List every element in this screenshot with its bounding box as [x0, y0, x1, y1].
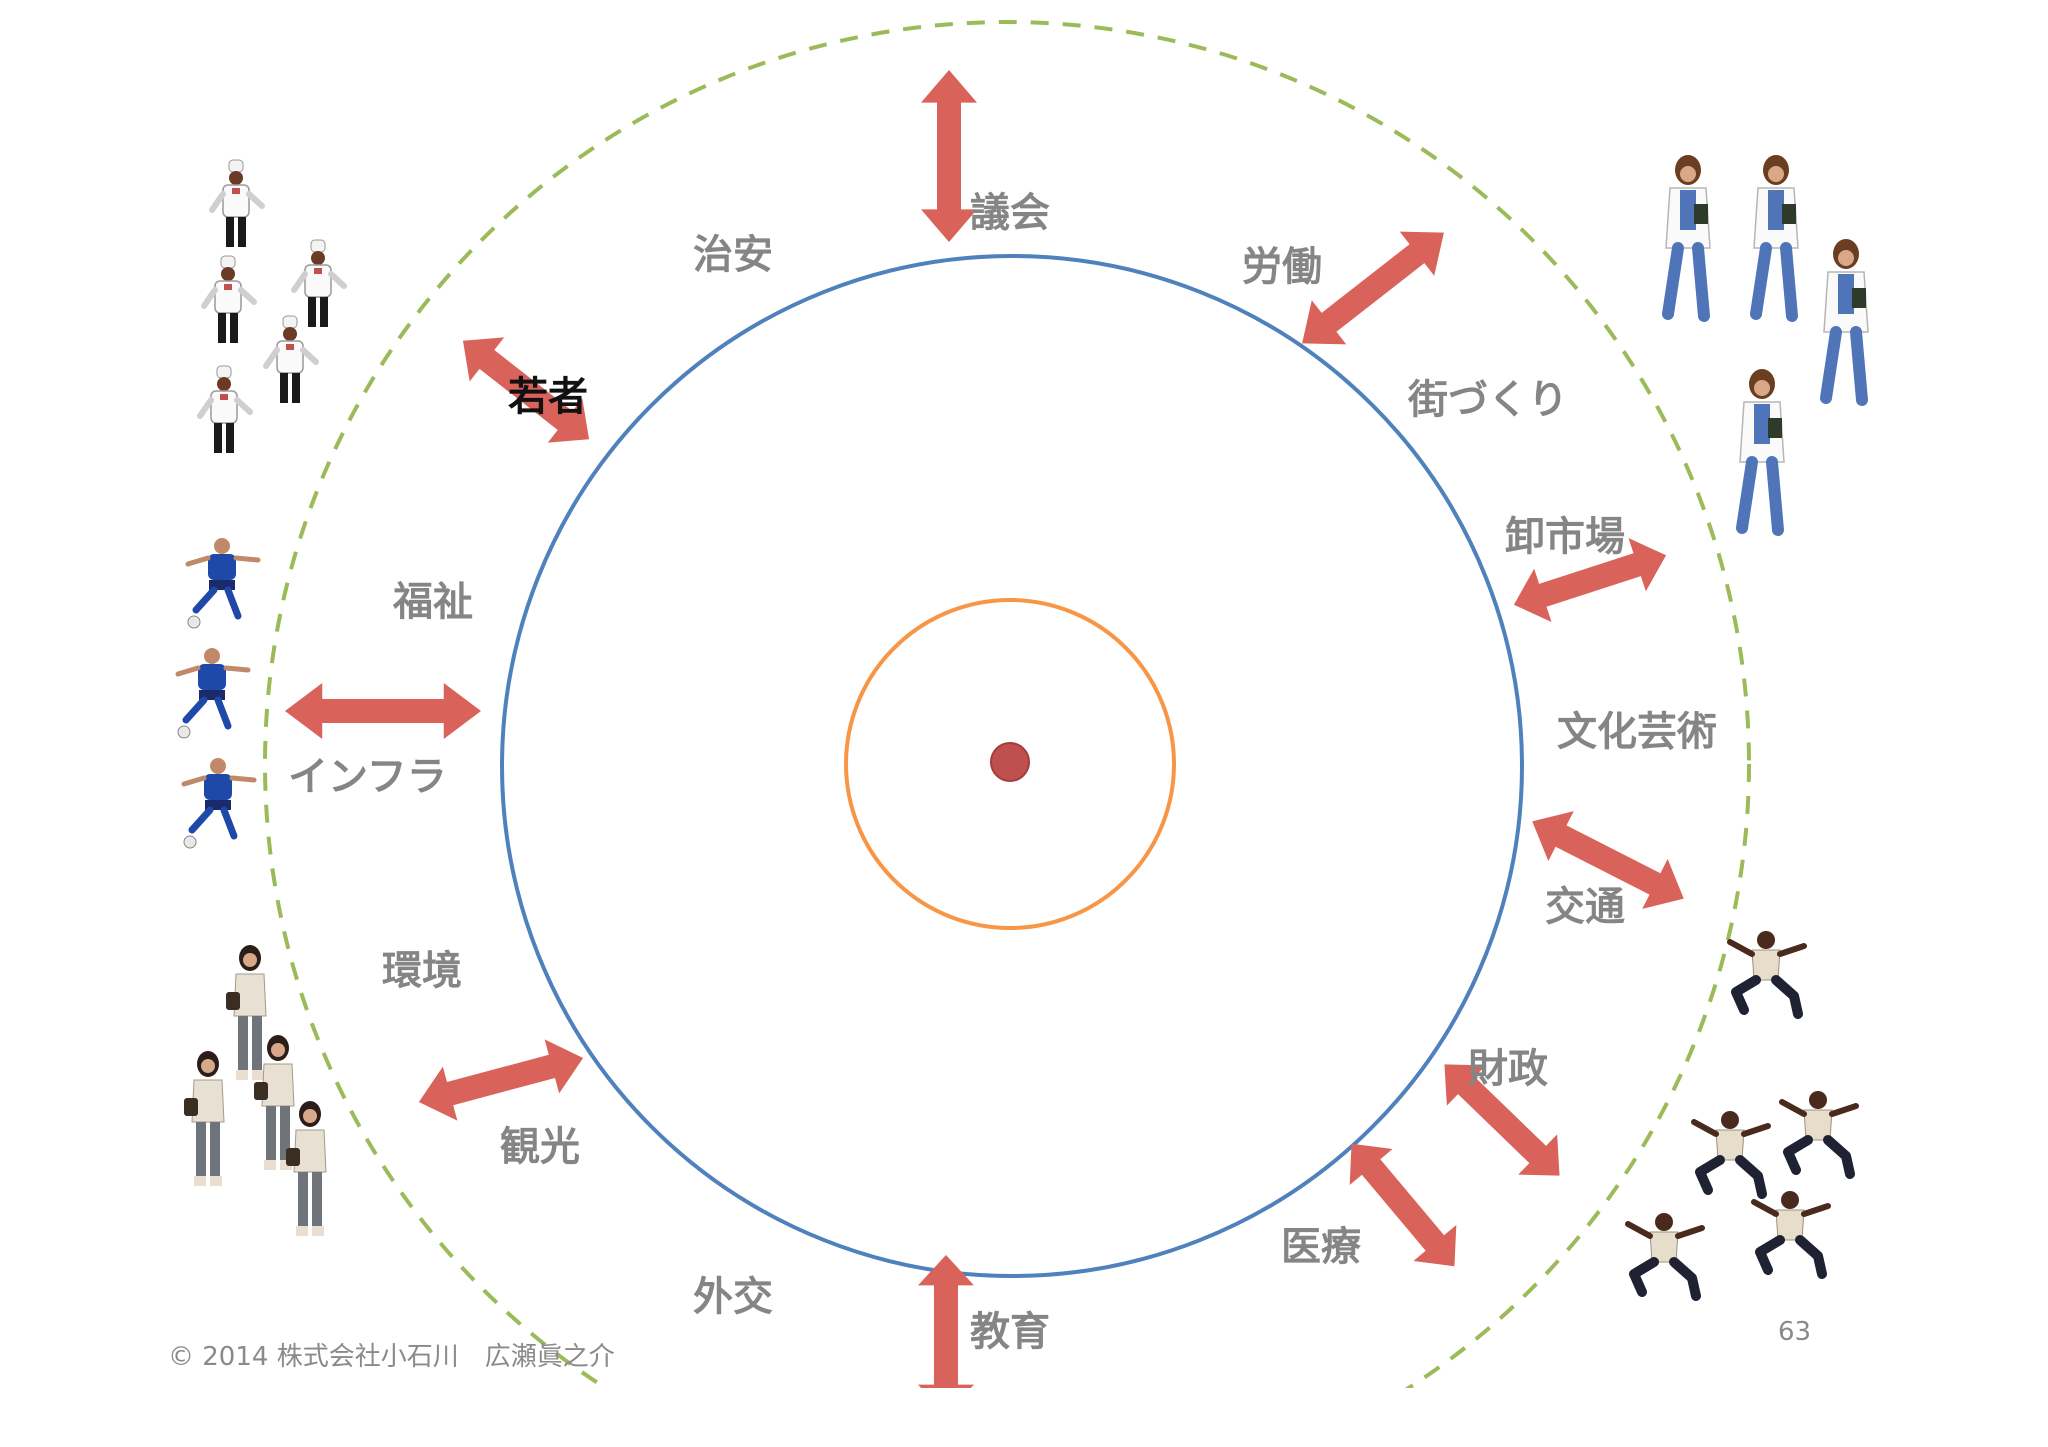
- label-roudou: 労働: [1242, 244, 1322, 290]
- label-kyouiku: 教育: [970, 1309, 1050, 1355]
- label-gikai: 議会: [970, 190, 1050, 236]
- label-oroshi: 卸市場: [1505, 514, 1625, 560]
- woman-figure-icon: [225, 944, 267, 1081]
- doctor-figure-icon: [1754, 155, 1798, 316]
- outer-ring: [263, 20, 1751, 1388]
- doctor-figure-icon: [1666, 155, 1710, 316]
- label-kankyou: 環境: [382, 948, 462, 994]
- center-dot: [990, 742, 1030, 782]
- label-bunka: 文化芸術: [1557, 709, 1717, 755]
- chef-figure-icon: [212, 160, 262, 247]
- soccer-players-group: [178, 538, 258, 848]
- arrow-gikai: [921, 70, 977, 242]
- copyright-note: © 2014 株式会社小石川 広瀬眞之介: [168, 1342, 615, 1372]
- chef-figure-icon: [294, 240, 344, 327]
- label-fukushi: 福祉: [392, 579, 473, 625]
- doctor-figure-icon: [1740, 369, 1784, 530]
- doctor-figure-icon: [1824, 239, 1868, 400]
- arrow-infura: [285, 683, 481, 739]
- label-kankou: 観光: [500, 1124, 580, 1170]
- label-machizukuri: 街づくり: [1407, 377, 1568, 423]
- chef-figure-icon: [200, 366, 250, 453]
- soccer-player-icon: [178, 648, 248, 738]
- soccer-player-icon: [188, 538, 258, 628]
- jumping-man-icon: [1628, 1213, 1702, 1296]
- label-chian: 治安: [693, 232, 773, 278]
- arrow-kankou: [411, 1030, 591, 1130]
- doctors-group: [1666, 155, 1868, 530]
- woman-figure-icon: [183, 1050, 225, 1187]
- arrow-kyouiku: [918, 1255, 974, 1388]
- women-group: [183, 944, 327, 1237]
- label-infura: インフラ: [288, 754, 447, 800]
- jumping-man-icon: [1754, 1191, 1828, 1274]
- jumping-man-icon: [1730, 931, 1804, 1014]
- label-gaikou: 外交: [693, 1274, 773, 1320]
- jumping-man-icon: [1782, 1091, 1856, 1174]
- label-wakamono: 若者: [508, 374, 588, 420]
- jumping-man-icon: [1694, 1111, 1768, 1194]
- chefs-group: [200, 160, 344, 453]
- label-iryou: 医療: [1281, 1224, 1362, 1270]
- core-ring: [844, 598, 1176, 930]
- inner-ring: [500, 254, 1524, 1278]
- chef-figure-icon: [204, 256, 254, 343]
- soccer-player-icon: [184, 758, 254, 848]
- chef-figure-icon: [266, 316, 316, 403]
- label-zaisei: 財政: [1468, 1046, 1548, 1092]
- label-koutsuu: 交通: [1545, 884, 1625, 930]
- page-number: 63: [1778, 1317, 1811, 1347]
